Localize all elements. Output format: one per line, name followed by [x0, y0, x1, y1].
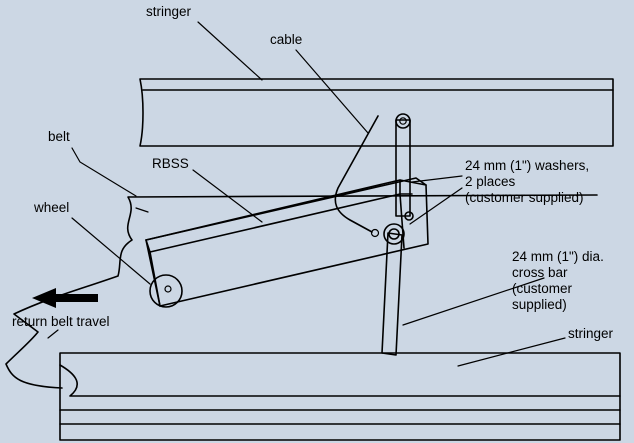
label-washers-line2: 2 places [465, 174, 516, 189]
cross-bar-top-end-inner [399, 117, 407, 125]
label-stringer-bottom: stringer [568, 326, 614, 341]
leader-crossbar [402, 277, 545, 326]
leader-cable [295, 49, 369, 134]
cable [334, 115, 379, 233]
cable-end [370, 228, 380, 238]
return-belt-arrow [32, 288, 98, 308]
wheel [149, 274, 183, 308]
bottom-stringer [59, 352, 621, 441]
label-return-belt: return belt travel [12, 314, 110, 329]
leader-washers-1 [411, 175, 463, 183]
label-wheel: wheel [33, 200, 69, 215]
pivot-washer-inner [388, 228, 400, 240]
cross-bar-top-end [395, 113, 411, 129]
label-rbss: RBSS [152, 156, 189, 171]
label-belt: belt [48, 129, 70, 144]
bottom-stringer-top-flange [59, 364, 621, 397]
top-stringer [139, 78, 614, 147]
label-crossbar-line3: (customer [512, 281, 573, 296]
label-stringer-top: stringer [146, 4, 192, 19]
leader-wheel [71, 217, 151, 285]
leader-washers-2 [409, 187, 463, 225]
rbss-top-edge [145, 177, 427, 241]
label-cable: cable [270, 32, 302, 47]
upper-washer [404, 211, 414, 221]
label-crossbar-line4: supplied) [512, 297, 567, 312]
cross-bar-short [395, 119, 411, 217]
cross-bar-long [381, 232, 403, 356]
leader-return-belt [47, 329, 59, 339]
leader-belt [71, 147, 137, 197]
wheel-hub [164, 285, 172, 293]
label-crossbar-line1: 24 mm (1") dia. [512, 249, 604, 264]
belt-fold-mark [135, 207, 149, 213]
rbss-nose [145, 239, 161, 307]
leader-stringer-bottom [457, 337, 566, 367]
leader-rbss [192, 169, 263, 223]
leader-stringer-top [197, 21, 263, 81]
label-crossbar-line2: cross bar [512, 265, 568, 280]
label-washers-line3: (customer supplied) [465, 190, 584, 205]
label-washers-line1: 24 mm (1") washers, [465, 158, 589, 173]
pivot-washer [383, 223, 405, 245]
